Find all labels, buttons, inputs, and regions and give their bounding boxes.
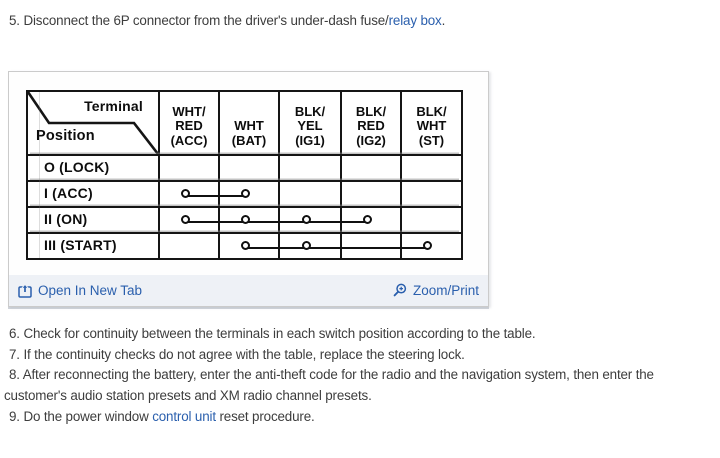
step-7-text: 7. If the continuity checks do not agree… — [9, 346, 465, 362]
cell — [158, 156, 218, 180]
open-in-new-tab-link[interactable]: Open In New Tab — [18, 283, 142, 298]
continuity-marks-start — [28, 234, 461, 258]
zoom-magnifier-icon — [393, 283, 407, 297]
figure-continuity-table: Terminal Position WHT/ RED (ACC) WHT (BA… — [8, 71, 489, 307]
column-header-ig1: BLK/ YEL (IG1) — [278, 92, 340, 154]
cell — [340, 156, 400, 180]
step-7: 7. If the continuity checks do not agree… — [4, 345, 716, 366]
corner-cell: Terminal Position — [28, 92, 158, 154]
cell — [218, 234, 278, 258]
cell — [278, 208, 340, 232]
step-5-line: 5. Disconnect the 6P connector from the … — [4, 11, 716, 32]
row-label-lock: O (LOCK) — [44, 159, 110, 175]
cell — [340, 234, 400, 258]
cell — [218, 156, 278, 180]
cell — [278, 182, 340, 206]
open-in-new-tab-icon — [18, 283, 32, 298]
step-6-text: 6. Check for continuity between the term… — [9, 326, 536, 341]
figure-image-area: Terminal Position WHT/ RED (ACC) WHT (BA… — [9, 72, 488, 275]
control-unit-link[interactable]: control unit — [152, 408, 216, 424]
cell — [278, 234, 340, 258]
table-row-lock: O (LOCK) — [28, 154, 461, 180]
step-5-text: 5. Disconnect the 6P connector from the … — [9, 13, 389, 28]
corner-label-position: Position — [36, 128, 95, 144]
table-row-acc: I (ACC) — [28, 180, 461, 206]
step-9: 9. Do the power window control unit rese… — [4, 407, 716, 428]
step-8-text-2: customer's audio station presets and XM … — [4, 388, 372, 404]
cell — [400, 234, 461, 258]
column-header-st: BLK/ WHT (ST) — [400, 92, 461, 154]
terminal-position-table: Terminal Position WHT/ RED (ACC) WHT (BA… — [26, 90, 463, 260]
continuity-marks-acc — [28, 182, 461, 206]
step-8-line-1: 8. After reconnecting the battery, enter… — [4, 365, 716, 386]
step-5-period: . — [441, 13, 446, 28]
table-header-row: Terminal Position WHT/ RED (ACC) WHT (BA… — [28, 92, 461, 154]
step-5: 5. Disconnect the 6P connector from the … — [4, 11, 716, 32]
cell — [278, 156, 340, 180]
scan-crease-artifact — [39, 92, 40, 258]
column-header-bat: WHT (BAT) — [218, 92, 278, 154]
corner-label-terminal: Terminal — [84, 98, 143, 114]
diagonal-divider — [28, 92, 158, 154]
cell — [158, 208, 218, 232]
table-row-start: III (START) — [28, 232, 461, 258]
cell — [158, 182, 218, 206]
cell — [400, 182, 461, 206]
zoom-print-link[interactable]: Zoom/Print — [392, 283, 479, 298]
continuity-marks-on — [28, 208, 461, 232]
row-label-on: II (ON) — [44, 211, 88, 227]
cell — [400, 208, 461, 232]
cell — [218, 208, 278, 232]
column-header-ig2: BLK/ RED (IG2) — [340, 92, 400, 154]
relay-box-link[interactable]: relay box — [388, 13, 442, 28]
zoom-print-label: Zoom/Print — [412, 283, 479, 298]
continuity-marks-lock — [28, 156, 461, 180]
instruction-steps: 6. Check for continuity between the term… — [4, 324, 716, 428]
step-8-text-1: 8. After reconnecting the battery, enter… — [9, 367, 654, 383]
open-in-new-tab-label: Open In New Tab — [38, 283, 143, 298]
row-label-start: III (START) — [44, 237, 117, 253]
step-9-text: 9. Do the power window — [9, 408, 153, 424]
cell — [158, 234, 218, 258]
cell — [218, 182, 278, 206]
step-9-suffix: reset procedure. — [215, 408, 315, 424]
table-row-on: II (ON) — [28, 206, 461, 232]
step-6: 6. Check for continuity between the term… — [4, 324, 716, 345]
column-header-acc: WHT/ RED (ACC) — [158, 92, 218, 154]
row-label-acc: I (ACC) — [44, 185, 93, 201]
cell — [340, 208, 400, 232]
figure-toolbar: Open In New Tab Zoom/Print — [9, 275, 488, 306]
step-8-line-2: customer's audio station presets and XM … — [4, 386, 716, 407]
cell — [400, 156, 461, 180]
cell — [340, 182, 400, 206]
